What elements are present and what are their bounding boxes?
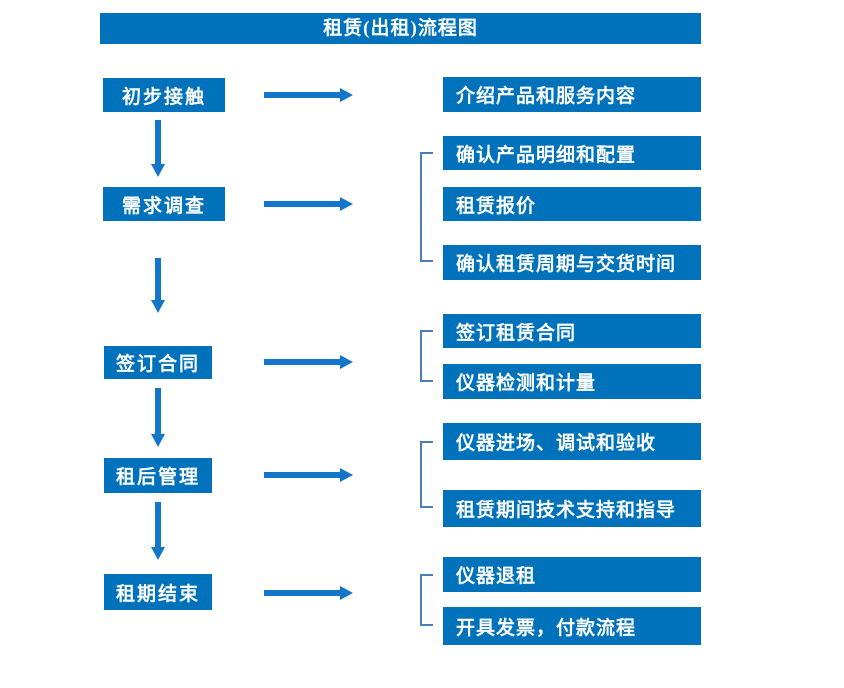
arrow-shaft: [264, 472, 340, 478]
detail-box-confirm-rental-period-delivery: 确认租赁周期与交货时间: [443, 245, 701, 280]
arrow-head: [340, 197, 353, 211]
detail-box-rental-quotation: 租赁报价: [443, 187, 701, 221]
detail-box-invoice-payment-process: 开具发票，付款流程: [443, 607, 701, 645]
group-bracket: [420, 441, 433, 508]
arrow-shaft: [155, 388, 161, 435]
arrow-shaft: [155, 502, 161, 548]
arrow-down-icon: [151, 258, 165, 313]
detail-box-technical-support-guidance: 租赁期间技术支持和指导: [443, 490, 701, 527]
arrow-head: [340, 468, 353, 482]
arrow-head: [340, 88, 353, 102]
stage-box-demand-survey: 需求调查: [103, 187, 225, 221]
group-bracket: [420, 330, 433, 382]
stage-box-post-rental-management: 租后管理: [104, 458, 212, 493]
arrow-shaft: [155, 120, 161, 165]
arrow-shaft: [264, 201, 340, 207]
stage-box-initial-contact: 初步接触: [103, 78, 225, 112]
arrow-head: [151, 547, 165, 560]
arrow-down-icon: [151, 388, 165, 447]
detail-box-instrument-entry-commissioning-acceptance: 仪器进场、调试和验收: [443, 423, 701, 460]
arrow-down-icon: [151, 502, 165, 560]
arrow-right-icon: [264, 468, 353, 482]
stage-box-lease-end: 租期结束: [104, 574, 212, 610]
arrow-right-icon: [264, 88, 353, 102]
arrow-down-icon: [151, 120, 165, 177]
arrow-head: [340, 355, 353, 369]
arrow-head: [340, 586, 353, 600]
flowchart-title: 租赁(出租)流程图: [100, 13, 701, 44]
detail-box-instrument-return: 仪器退租: [443, 557, 701, 592]
arrow-head: [151, 164, 165, 177]
arrow-head: [151, 300, 165, 313]
arrow-right-icon: [264, 355, 353, 369]
group-bracket: [420, 152, 433, 262]
detail-box-introduce-products-services: 介绍产品和服务内容: [443, 77, 701, 112]
stage-box-sign-contract: 签订合同: [104, 346, 212, 379]
arrow-right-icon: [264, 586, 353, 600]
arrow-shaft: [264, 92, 340, 98]
arrow-head: [151, 434, 165, 447]
detail-box-instrument-inspection-measurement: 仪器检测和计量: [443, 364, 701, 399]
arrow-shaft: [155, 258, 161, 301]
arrow-shaft: [264, 359, 340, 365]
group-bracket: [420, 574, 433, 626]
arrow-shaft: [264, 590, 340, 596]
arrow-right-icon: [264, 197, 353, 211]
detail-box-confirm-product-details-config: 确认产品明细和配置: [443, 136, 701, 170]
detail-box-sign-rental-contract: 签订租赁合同: [443, 314, 701, 348]
